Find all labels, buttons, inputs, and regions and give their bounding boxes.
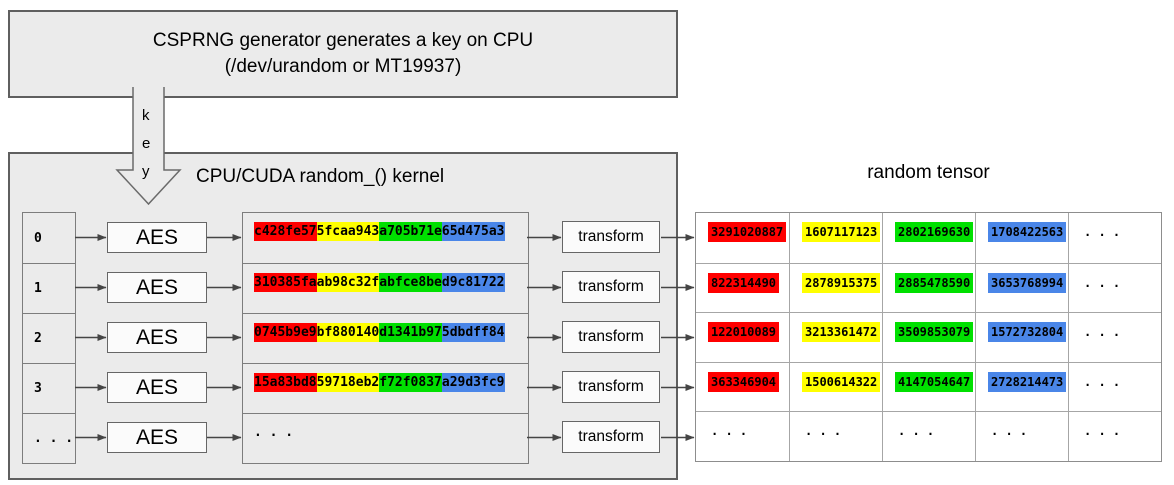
tensor-cell: 363346904 [696, 361, 789, 412]
tensor-cell: . . . [1068, 213, 1161, 263]
tensor-cell: 3509853079 [882, 312, 975, 362]
hex-row-3: 15a83bd859718eb2f72f0837a29d3fc9 [243, 363, 528, 413]
tensor-value: 3653768994 [988, 272, 1067, 293]
random-tensor-table: 3291020887 1607117123 2802169630 1708422… [695, 212, 1162, 462]
tensor-cell: . . . [1068, 262, 1161, 313]
index-column: 0 1 2 3 . . . [22, 212, 76, 464]
tensor-value: 1607117123 [802, 222, 881, 242]
tensor-value: 2878915375 [802, 272, 881, 293]
tensor-cell: . . . [975, 411, 1068, 461]
tensor-cell: 1500614322 [789, 361, 882, 412]
hex-row-0: c428fe575fcaa943a705b71e65d475a3 [243, 213, 528, 263]
tensor-cell: 2878915375 [789, 262, 882, 313]
hex-segment: d9c81722 [441, 273, 505, 292]
tensor-value: 4147054647 [895, 371, 974, 392]
hex-row-ellipsis: . . . [243, 413, 528, 463]
tensor-value: 3213361472 [802, 322, 881, 343]
tensor-value: 122010089 [708, 322, 780, 343]
index-cell-2: 2 [23, 313, 75, 363]
transform-box-3: transform [562, 371, 660, 403]
hex-segment: d1341b97 [379, 323, 442, 342]
tensor-value: 1500614322 [802, 371, 881, 392]
tensor-cell: 822314490 [696, 262, 789, 313]
hex-segment: 5fcaa943 [316, 222, 380, 241]
tensor-cell: 122010089 [696, 312, 789, 362]
hex-segment: 310385fa [254, 273, 317, 292]
tensor-ellipsis: . . . [711, 424, 748, 439]
tensor-cell: . . . [1068, 312, 1161, 362]
hex-segment: a705b71e [379, 222, 442, 241]
tensor-value: 1572732804 [988, 322, 1067, 343]
index-cell-1: 1 [23, 263, 75, 313]
index-cell-0: 0 [34, 230, 42, 246]
hex-segment: bf880140 [316, 323, 380, 342]
tensor-ellipsis: . . . [1084, 225, 1121, 239]
tensor-ellipsis: . . . [1084, 374, 1121, 389]
hex-segment: 0745b9e9 [254, 323, 317, 342]
hex-output-table: c428fe575fcaa943a705b71e65d475a3 310385f… [242, 212, 529, 464]
tensor-cell: 3653768994 [975, 262, 1068, 313]
tensor-title: random tensor [867, 162, 990, 183]
tensor-cell: . . . [696, 411, 789, 461]
tensor-value: 2802169630 [895, 222, 974, 242]
transform-box-1: transform [562, 271, 660, 303]
tensor-value: 2728214473 [988, 371, 1067, 392]
key-letter-k: k [142, 107, 150, 124]
tensor-value: 3509853079 [895, 322, 974, 343]
aes-box-4: AES [107, 422, 207, 453]
transform-box-4: transform [562, 421, 660, 453]
tensor-value: 1708422563 [988, 222, 1067, 242]
tensor-value: 2885478590 [895, 272, 974, 293]
hex-segment: 65d475a3 [441, 222, 505, 241]
tensor-cell: 3213361472 [789, 312, 882, 362]
tensor-cell: 1607117123 [789, 213, 882, 263]
hex-row-1: 310385faab98c32fabfce8bed9c81722 [243, 263, 528, 313]
hex-segment: f72f0837 [379, 373, 442, 392]
hex-row-2: 0745b9e9bf880140d1341b975dbdff84 [243, 313, 528, 363]
tensor-ellipsis: . . . [805, 424, 842, 439]
tensor-value: 3291020887 [708, 222, 787, 242]
tensor-cell: 1708422563 [975, 213, 1068, 263]
tensor-cell: 1572732804 [975, 312, 1068, 362]
hex-segment: 59718eb2 [316, 373, 380, 392]
tensor-cell: 4147054647 [882, 361, 975, 412]
tensor-cell: 2802169630 [882, 213, 975, 263]
tensor-ellipsis: . . . [1084, 325, 1121, 340]
tensor-ellipsis: . . . [898, 424, 935, 439]
tensor-value: 822314490 [708, 272, 780, 293]
aes-box-3: AES [107, 372, 207, 403]
aes-box-2: AES [107, 322, 207, 353]
tensor-ellipsis: . . . [991, 424, 1028, 439]
tensor-cell: . . . [789, 411, 882, 461]
kernel-title: CPU/CUDA random_() kernel [196, 166, 445, 187]
tensor-cell: 2885478590 [882, 262, 975, 313]
hex-segment: ab98c32f [316, 273, 380, 292]
key-letter-e: e [142, 135, 150, 152]
tensor-cell: . . . [1068, 411, 1161, 461]
tensor-ellipsis: . . . [1084, 424, 1121, 439]
hex-segment: abfce8be [379, 273, 442, 292]
hex-segment: c428fe57 [254, 222, 317, 241]
csprng-generator-box: CSPRNG generator generates a key on CPU … [8, 10, 678, 98]
csprng-box-line2: (/dev/urandom or MT19937) [224, 56, 462, 77]
aes-box-1: AES [107, 272, 207, 303]
hex-ellipsis: . . . [254, 425, 294, 440]
tensor-cell: . . . [1068, 361, 1161, 412]
csprng-box-line1: CSPRNG generator generates a key on CPU [152, 30, 534, 51]
transform-box-0: transform [562, 221, 660, 253]
index-cell-3: 3 [23, 363, 75, 413]
tensor-cell: 3291020887 [696, 213, 789, 263]
tensor-cell: 2728214473 [975, 361, 1068, 412]
index-cell-ellipsis: . . . [23, 413, 75, 463]
tensor-ellipsis: . . . [1084, 275, 1121, 290]
hex-segment: a29d3fc9 [441, 373, 505, 392]
tensor-cell: . . . [882, 411, 975, 461]
transform-box-2: transform [562, 321, 660, 353]
hex-segment: 5dbdff84 [441, 323, 505, 342]
aes-box-0: AES [107, 222, 207, 253]
tensor-value: 363346904 [708, 371, 780, 392]
hex-segment: 15a83bd8 [254, 373, 317, 392]
